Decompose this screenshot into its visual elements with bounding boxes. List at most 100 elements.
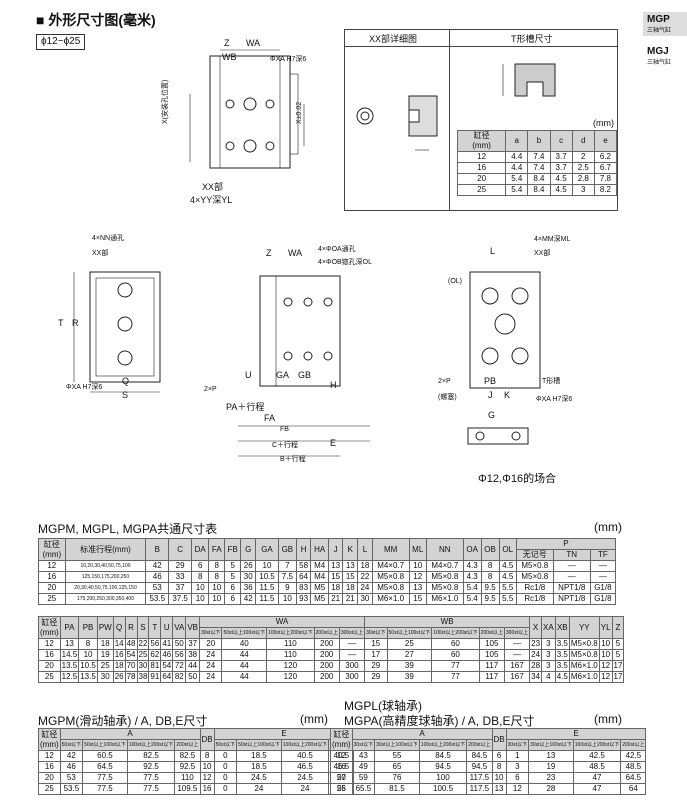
label-k: K [504, 390, 511, 400]
label-2p: H [330, 380, 337, 390]
t3-sub-a: 100st以上200st以下 [126, 739, 176, 751]
t-slot-cell: 7.8 [593, 173, 618, 185]
t-slot-cell: 4.4 [505, 151, 529, 163]
t3-cell: 109.5 [174, 783, 201, 795]
t1-col-mm: MM [371, 538, 410, 561]
table2-cell: 17 [611, 660, 625, 672]
t4-cell: 64 [620, 783, 647, 795]
t3-cell: 92.5 [174, 761, 201, 773]
t3-cell: 12 [38, 750, 61, 762]
t3-sub-a: 50st以下 [59, 739, 84, 751]
t4-cell: 84.5 [418, 750, 468, 762]
table2-cell: 300 [338, 671, 366, 683]
t-slot-cell: 7.4 [527, 162, 551, 174]
t-col-e: e [593, 130, 618, 152]
table1-cell: 5.5 [498, 582, 517, 594]
table1-cell: NPT1/8 [552, 593, 591, 605]
table1-cell: 18 [357, 560, 373, 572]
t3-cell: 18.5 [236, 750, 282, 762]
t3-cell: 16 [38, 761, 61, 773]
t3-cell: 18.5 [236, 761, 282, 773]
table2-cell: 5 [611, 649, 625, 661]
t4-cell: 23 [528, 772, 574, 784]
t3-cell: 92.5 [126, 761, 176, 773]
table1-cell: 10 [208, 582, 226, 594]
label-j: J [488, 390, 493, 400]
table1-cell: — [552, 571, 591, 583]
table1-cell: M4 [310, 560, 329, 572]
t1-col-gb: GB [277, 538, 297, 561]
t3-cell: 60.5 [82, 750, 128, 762]
table2-cell: 17 [364, 649, 388, 661]
table1-cell: 24 [357, 582, 373, 594]
t-col-d: d [571, 130, 595, 152]
table2-cell: 38 [136, 671, 150, 683]
table2-cell: 70 [124, 660, 138, 672]
table1-cell: 10 [408, 560, 427, 572]
t3-cell: 10 [199, 761, 215, 773]
table2-cell: 3.5 [554, 660, 570, 672]
table1-cell: — [552, 560, 591, 572]
t4-cell: 64.5 [620, 772, 647, 784]
side-tab-mgj[interactable]: MGJ 三轴气缸 [643, 44, 687, 68]
table2-cell: 16 [38, 649, 61, 661]
table2-cell: 19 [96, 649, 114, 661]
page-title: ■ 外形尺寸图(毫米) [36, 12, 156, 28]
t1-col-b: B [145, 538, 170, 561]
table1-cell: 5 [224, 571, 242, 583]
table2-cell: 82 [172, 671, 187, 683]
label-small-bore: Φ12,Φ16的场合 [478, 473, 557, 485]
t4-cell: 65 [374, 761, 420, 773]
table2-cell: M6×1.0 [568, 660, 600, 672]
table1-cell: 11.5 [255, 593, 279, 605]
t4-cell: 16 [330, 761, 353, 773]
t3-cell: 46.5 [280, 761, 330, 773]
label-nn-through: 4×NN通孔 [92, 235, 125, 242]
table1-cell: G1/8 [589, 582, 617, 594]
label-mm-depth: 4×MM深ML [534, 236, 571, 243]
label-2p-right: 2×P [438, 378, 451, 385]
t4-cell: 81.5 [374, 783, 420, 795]
table1-cell: 25 [38, 593, 66, 605]
table2-cell: 25 [386, 638, 433, 650]
t4-cell: 48.5 [620, 761, 647, 773]
t2-sub-wb_sub: 100st以上200st以下 [431, 627, 480, 639]
table2-cell: — [503, 649, 531, 661]
label-h: GB [298, 370, 312, 380]
table2-cell: 24 [198, 660, 223, 672]
label-a-stroke: B＋行程 [280, 456, 306, 463]
table2-cell: 60 [431, 649, 480, 661]
table2-cell: 78 [124, 671, 138, 683]
table1-cell: 12 [38, 560, 66, 572]
t3-cell: 77.5 [82, 783, 128, 795]
t3-cell: 12 [199, 772, 215, 784]
label-oa-through: 4×ΦOA通孔 [318, 246, 356, 253]
t3-cell: 24 [280, 783, 330, 795]
table1-cell: 7 [277, 560, 297, 572]
t2-sub-wa_sub: 30st以下 [198, 627, 223, 639]
t4-sub-a: 200st以上 [466, 739, 493, 751]
table2-cell: 48 [124, 638, 138, 650]
table2-cell: 3.5 [554, 638, 570, 650]
label-wa: WA [246, 38, 261, 48]
table1-cell: 20,30,40,50,75,100,125,150 [64, 582, 147, 594]
table1-cell: 18 [327, 582, 344, 594]
t-slot-cell: 8.4 [527, 184, 551, 196]
t3-cell: 64.5 [82, 761, 128, 773]
t3-cell: 53 [59, 772, 84, 784]
t-slot-cell: 25 [456, 184, 507, 196]
table2-cell: 64 [160, 671, 174, 683]
t1-col-k: K [342, 538, 359, 561]
t1-col-p: P [515, 538, 617, 550]
side-tab-mgp[interactable]: MGP 三轴气缸 [643, 12, 687, 36]
t4-cell: 6 [505, 772, 530, 784]
table1-cell: M4×0.7 [425, 560, 464, 572]
label-xx-part-right: XX部 [534, 250, 551, 257]
t-col-c: c [549, 130, 573, 152]
t4-cell: 42.5 [572, 750, 622, 762]
table2-cell: 77 [431, 671, 480, 683]
